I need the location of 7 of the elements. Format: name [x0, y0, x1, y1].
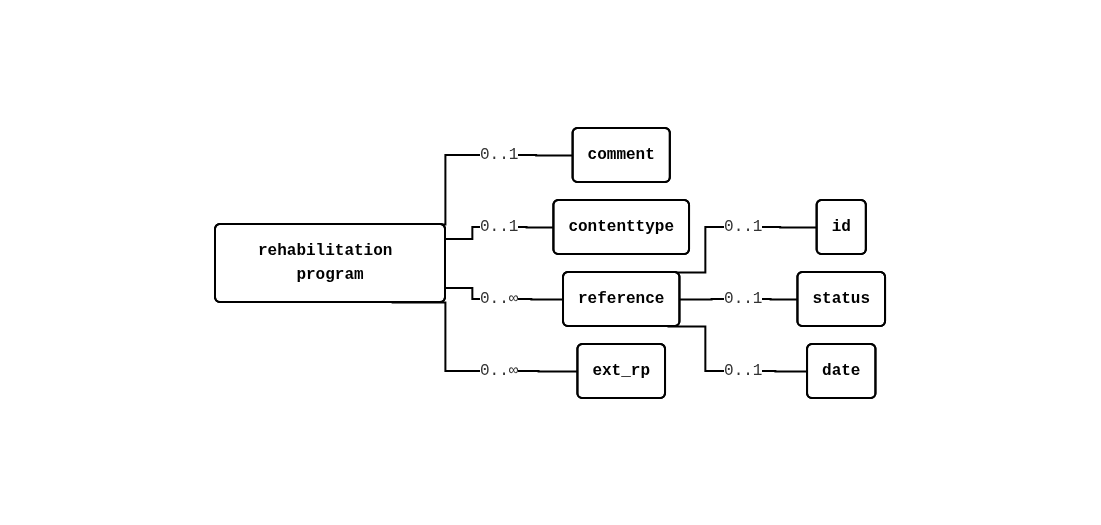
edge-label: 0..1 — [724, 361, 763, 380]
edge-label: 0..∞ — [480, 361, 519, 380]
edge-label: 0..1 — [480, 145, 519, 164]
edge-label: 0..1 — [724, 289, 763, 308]
edge-label: 0..∞ — [480, 289, 519, 308]
edge-label: 0..1 — [480, 217, 519, 236]
edge-label: 0..1 — [724, 217, 763, 236]
